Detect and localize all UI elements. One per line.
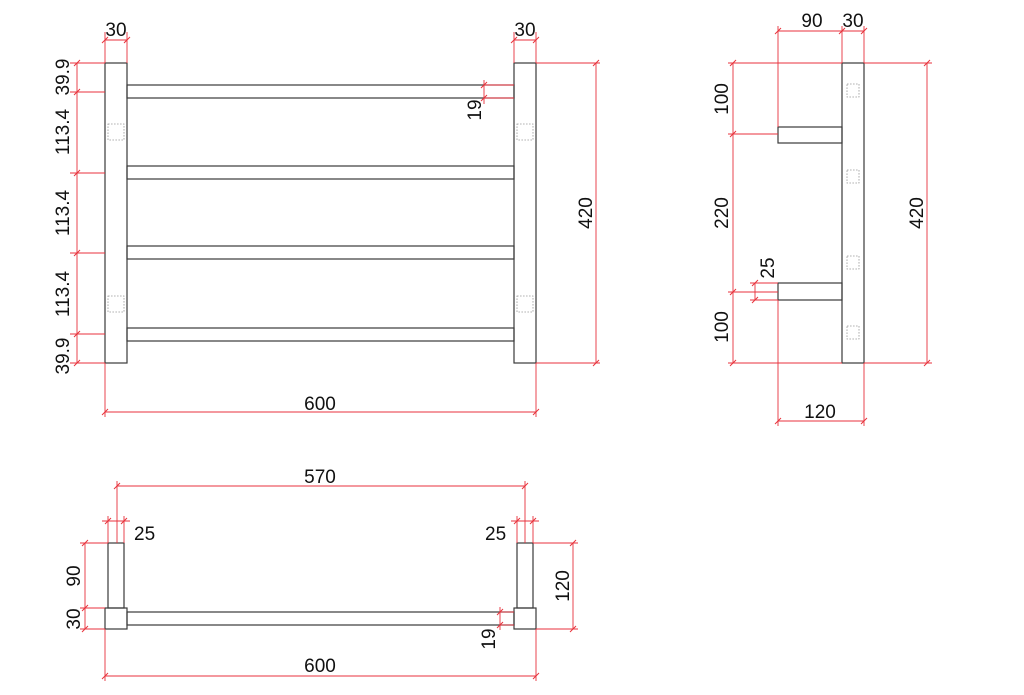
fixing-icon xyxy=(846,255,860,270)
dim-label: 113.4 xyxy=(53,271,74,318)
rail-4 xyxy=(126,327,515,342)
fixing-icon xyxy=(846,325,860,340)
lower-bracket xyxy=(777,282,843,301)
side-post xyxy=(841,62,865,364)
rail-3 xyxy=(126,245,515,260)
dim-ticks xyxy=(729,27,931,425)
upper-bracket xyxy=(777,126,843,144)
fixing-icon xyxy=(846,169,860,184)
rail-1 xyxy=(126,84,515,99)
dim-label: 570 xyxy=(304,467,336,488)
dim-label: 120 xyxy=(804,402,836,423)
dim-label: 30 xyxy=(105,20,126,41)
dim-label: 113.4 xyxy=(53,109,74,156)
side-view: 90 30 100 220 25 100 420 120 xyxy=(712,11,932,426)
dim-label: 100 xyxy=(712,83,733,115)
dim-label: 30 xyxy=(514,20,535,41)
dim-label: 25 xyxy=(134,524,155,545)
dim-label: 25 xyxy=(485,524,506,545)
dim-label: 113.4 xyxy=(53,190,74,237)
fixing-icon xyxy=(107,295,125,313)
dim-label: 90 xyxy=(801,11,822,32)
fixing-icon xyxy=(107,123,125,141)
dim-label: 30 xyxy=(842,11,863,32)
dim-label: 600 xyxy=(304,656,336,677)
front-view: 30 30 39.9 113.4 113.4 113.4 39.9 19 420… xyxy=(53,20,600,417)
fixing-icon xyxy=(846,83,860,98)
top-view: 570 25 25 90 30 120 19 600 xyxy=(64,467,578,681)
dim-label: 25 xyxy=(758,257,779,278)
dim-label: 30 xyxy=(64,608,85,629)
left-bracket xyxy=(107,542,125,609)
dim-label: 100 xyxy=(712,311,733,343)
fixing-icon xyxy=(516,295,534,313)
dim-ticks xyxy=(73,36,600,416)
dim-label: 120 xyxy=(553,570,574,602)
dim-label: 39.9 xyxy=(53,338,74,375)
right-base-plate xyxy=(513,607,537,630)
top-rail xyxy=(126,611,515,626)
left-post xyxy=(104,62,128,364)
right-bracket xyxy=(516,542,534,609)
rail-2 xyxy=(126,165,515,180)
dim-label: 420 xyxy=(576,197,597,229)
dim-label: 19 xyxy=(479,628,500,649)
dim-label: 420 xyxy=(907,197,928,229)
dim-label: 19 xyxy=(465,99,486,120)
fixing-icon xyxy=(516,123,534,141)
right-post xyxy=(513,62,537,364)
dim-label: 600 xyxy=(304,394,336,415)
dim-label: 220 xyxy=(712,197,733,229)
dim-label: 39.9 xyxy=(53,59,74,96)
dim-label: 90 xyxy=(64,565,85,586)
left-base-plate xyxy=(104,607,128,630)
dim-ticks xyxy=(81,482,577,680)
